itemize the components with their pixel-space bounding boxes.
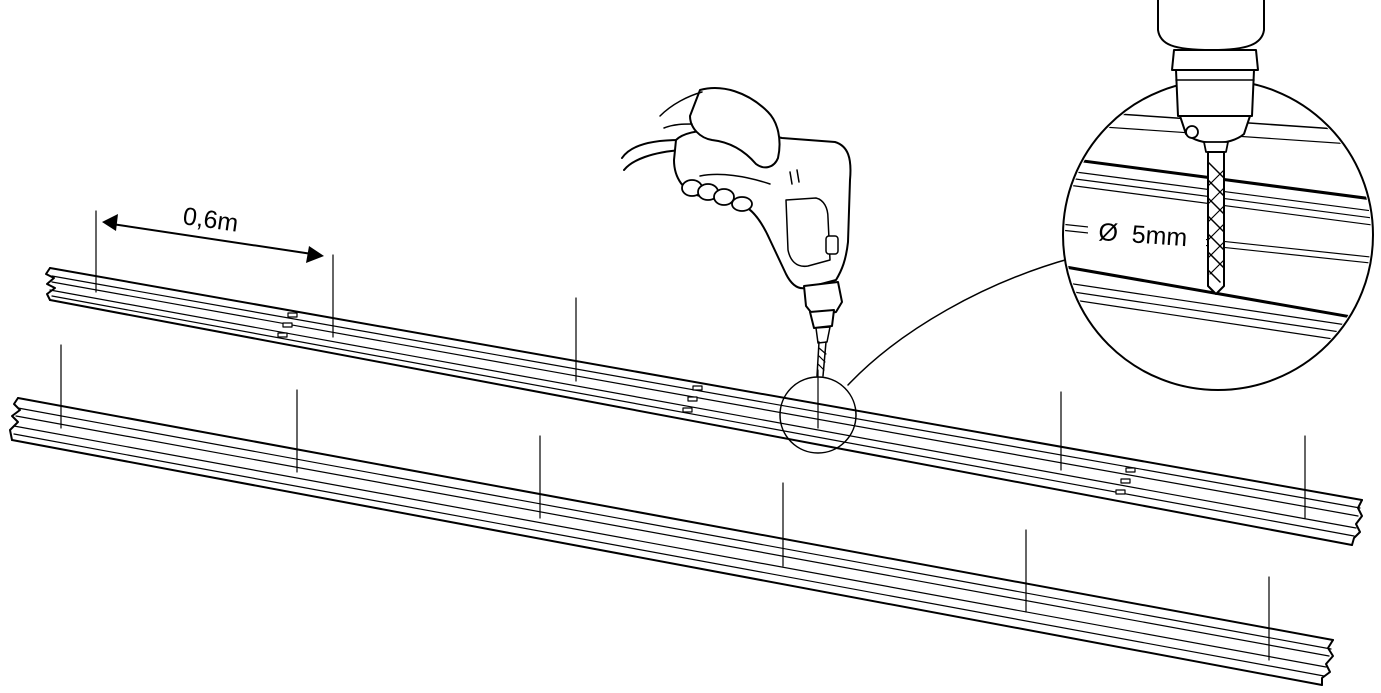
- drill-bit-icon: [816, 341, 827, 377]
- drill-diameter-label: Ø 5mm: [1098, 218, 1189, 252]
- magnified-chuck: [1157, 0, 1265, 153]
- upper-marker-lines: [95, 210, 1306, 519]
- callout-leader-line: [847, 257, 1073, 386]
- spacing-dimension: 0,6m: [102, 202, 324, 263]
- lower-rail: [9, 344, 1334, 686]
- detail-source-circle: [779, 376, 857, 454]
- lower-marker-lines: [60, 344, 1270, 661]
- magnified-drill-bit-icon: [1207, 151, 1225, 295]
- detail-callout: Ø 5mm: [779, 0, 1374, 454]
- spacing-label: 0,6m: [181, 202, 240, 237]
- upper-rail: [45, 210, 1363, 546]
- hand-icon: [659, 87, 781, 212]
- double-arrow-icon: [102, 214, 324, 263]
- drill-icon: [621, 129, 852, 344]
